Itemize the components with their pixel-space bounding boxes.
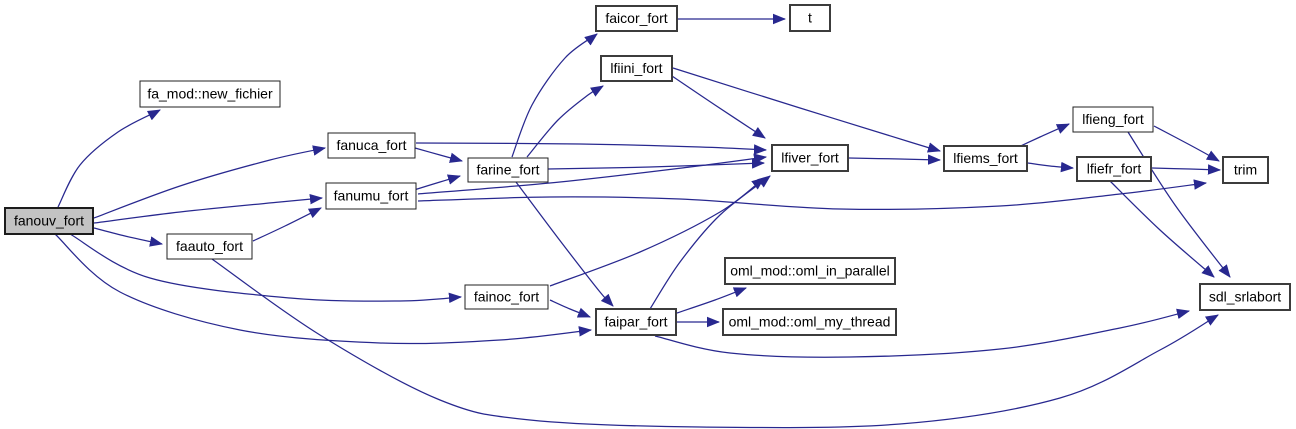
edge-lfiver-lfiems	[848, 154, 942, 165]
edge-fainoc-faipar	[549, 299, 591, 318]
edge-fanumu-trim	[417, 179, 1208, 211]
node-box-new_fichier[interactable]	[139, 80, 281, 108]
edge-farine-lfiver	[547, 158, 766, 170]
edge-farine-faicor	[511, 33, 598, 158]
edge-fanuca-lfiver	[415, 142, 768, 155]
edge-fanouv-fainoc	[69, 233, 463, 304]
node-t[interactable]: t	[789, 4, 831, 32]
node-label-sdl: sdl_srlabort	[1209, 289, 1281, 305]
node-label-faicor: faicor_fort	[605, 10, 667, 26]
edge-lfiefr-sdl	[1109, 180, 1215, 278]
node-oml_in_par[interactable]: oml_mod::oml_in_parallel	[724, 257, 896, 285]
node-box-lfieng[interactable]	[1072, 106, 1154, 133]
edges-layer	[54, 13, 1231, 429]
node-lfiver[interactable]: lfiver_fort	[771, 144, 849, 172]
edge-faauto-fanumu	[252, 207, 322, 242]
nodes-layer: fanouv_fort fa_mod::new_fichierfanuca_for…	[4, 4, 1291, 336]
node-label-lfiefr: lfiefr_fort	[1087, 161, 1142, 177]
node-box-fanumu[interactable]	[325, 182, 417, 210]
node-label-trim: trim	[1234, 162, 1257, 178]
node-lfiefr[interactable]: lfiefr_fort	[1076, 156, 1152, 182]
edge-farine-lfiini	[526, 85, 604, 158]
node-box-fainoc[interactable]	[464, 284, 549, 310]
node-box-lfiini[interactable]	[600, 55, 673, 82]
node-label-oml_in_par: oml_mod::oml_in_parallel	[730, 263, 890, 279]
node-box-faipar[interactable]	[595, 308, 677, 336]
node-label-lfiver: lfiver_fort	[781, 150, 839, 166]
node-box-oml_my_thread[interactable]	[722, 308, 897, 336]
node-box-lfiver[interactable]	[771, 144, 849, 172]
node-label-lfiems: lfiems_fort	[953, 150, 1018, 166]
edge-fanouv-faauto	[93, 227, 164, 247]
node-label-fainoc: fainoc_fort	[474, 289, 539, 305]
node-farine[interactable]: farine_fort	[467, 157, 549, 183]
node-lfiini[interactable]: lfiini_fort	[600, 55, 673, 82]
node-label-oml_my_thread: oml_mod::oml_my_thread	[729, 314, 891, 330]
node-box-fanuca[interactable]	[327, 132, 416, 159]
node-label-t: t	[808, 10, 812, 26]
edge-lfiefr-trim	[1151, 164, 1222, 175]
edge-lfiini-lfiver	[671, 75, 766, 139]
node-sdl[interactable]: sdl_srlabort	[1199, 283, 1291, 311]
node-fanuca[interactable]: fanuca_fort	[327, 132, 416, 159]
node-label-fanumu: fanumu_fort	[334, 188, 409, 204]
node-box-fanouv[interactable]	[4, 207, 94, 235]
edge-faipar-lfiver	[649, 175, 771, 310]
node-label-faipar: faipar_fort	[604, 314, 667, 330]
edge-fanuca-farine	[414, 147, 464, 163]
node-fanumu[interactable]: fanumu_fort	[325, 182, 417, 210]
edge-fanumu-lfiver	[417, 153, 768, 195]
node-lfiems[interactable]: lfiems_fort	[943, 145, 1028, 172]
node-fanouv[interactable]: fanouv_fort	[4, 207, 94, 235]
node-label-fanouv: fanouv_fort	[14, 213, 84, 229]
node-faipar[interactable]: faipar_fort	[595, 308, 677, 336]
node-lfieng[interactable]: lfieng_fort	[1072, 106, 1154, 133]
edge-lfiini-lfiems	[672, 67, 942, 153]
node-faauto[interactable]: faauto_fort	[166, 233, 253, 260]
node-box-farine[interactable]	[467, 157, 549, 183]
node-faicor[interactable]: faicor_fort	[595, 5, 678, 32]
node-oml_my_thread[interactable]: oml_mod::oml_my_thread	[722, 308, 897, 336]
edge-fanumu-farine	[413, 174, 462, 191]
node-new_fichier[interactable]: fa_mod::new_fichier	[139, 80, 281, 108]
node-box-t[interactable]	[789, 4, 831, 32]
edge-farine-faipar	[515, 181, 614, 307]
edge-faauto-sdl	[211, 258, 1219, 429]
node-label-farine: farine_fort	[476, 162, 539, 178]
edge-faipar-oml_in_par	[676, 287, 747, 314]
node-label-faauto: faauto_fort	[176, 238, 243, 254]
edge-fanouv-new_fichier	[57, 109, 161, 208]
edge-fanouv-faipar	[54, 233, 593, 345]
edge-lfiems-lfiefr	[1027, 161, 1075, 173]
edge-lfieng-trim	[1153, 125, 1220, 162]
node-label-lfieng: lfieng_fort	[1082, 111, 1144, 127]
edge-fanouv-fanuca	[93, 145, 327, 219]
node-box-faicor[interactable]	[595, 5, 678, 32]
node-label-new_fichier: fa_mod::new_fichier	[147, 86, 273, 102]
node-box-oml_in_par[interactable]	[724, 257, 896, 285]
edge-lfieng-sdl	[1127, 131, 1231, 278]
edge-fanouv-fanumu	[93, 193, 324, 224]
node-box-trim[interactable]	[1222, 156, 1269, 184]
node-box-lfiefr[interactable]	[1076, 156, 1152, 182]
node-label-lfiini: lfiini_fort	[610, 60, 662, 76]
node-trim[interactable]: trim	[1222, 156, 1269, 184]
node-box-sdl[interactable]	[1199, 283, 1291, 311]
edge-faipar-sdl	[654, 308, 1191, 358]
node-box-faauto[interactable]	[166, 233, 253, 260]
node-box-lfiems[interactable]	[943, 145, 1028, 172]
node-fainoc[interactable]: fainoc_fort	[464, 284, 549, 310]
node-label-fanuca: fanuca_fort	[336, 137, 406, 153]
